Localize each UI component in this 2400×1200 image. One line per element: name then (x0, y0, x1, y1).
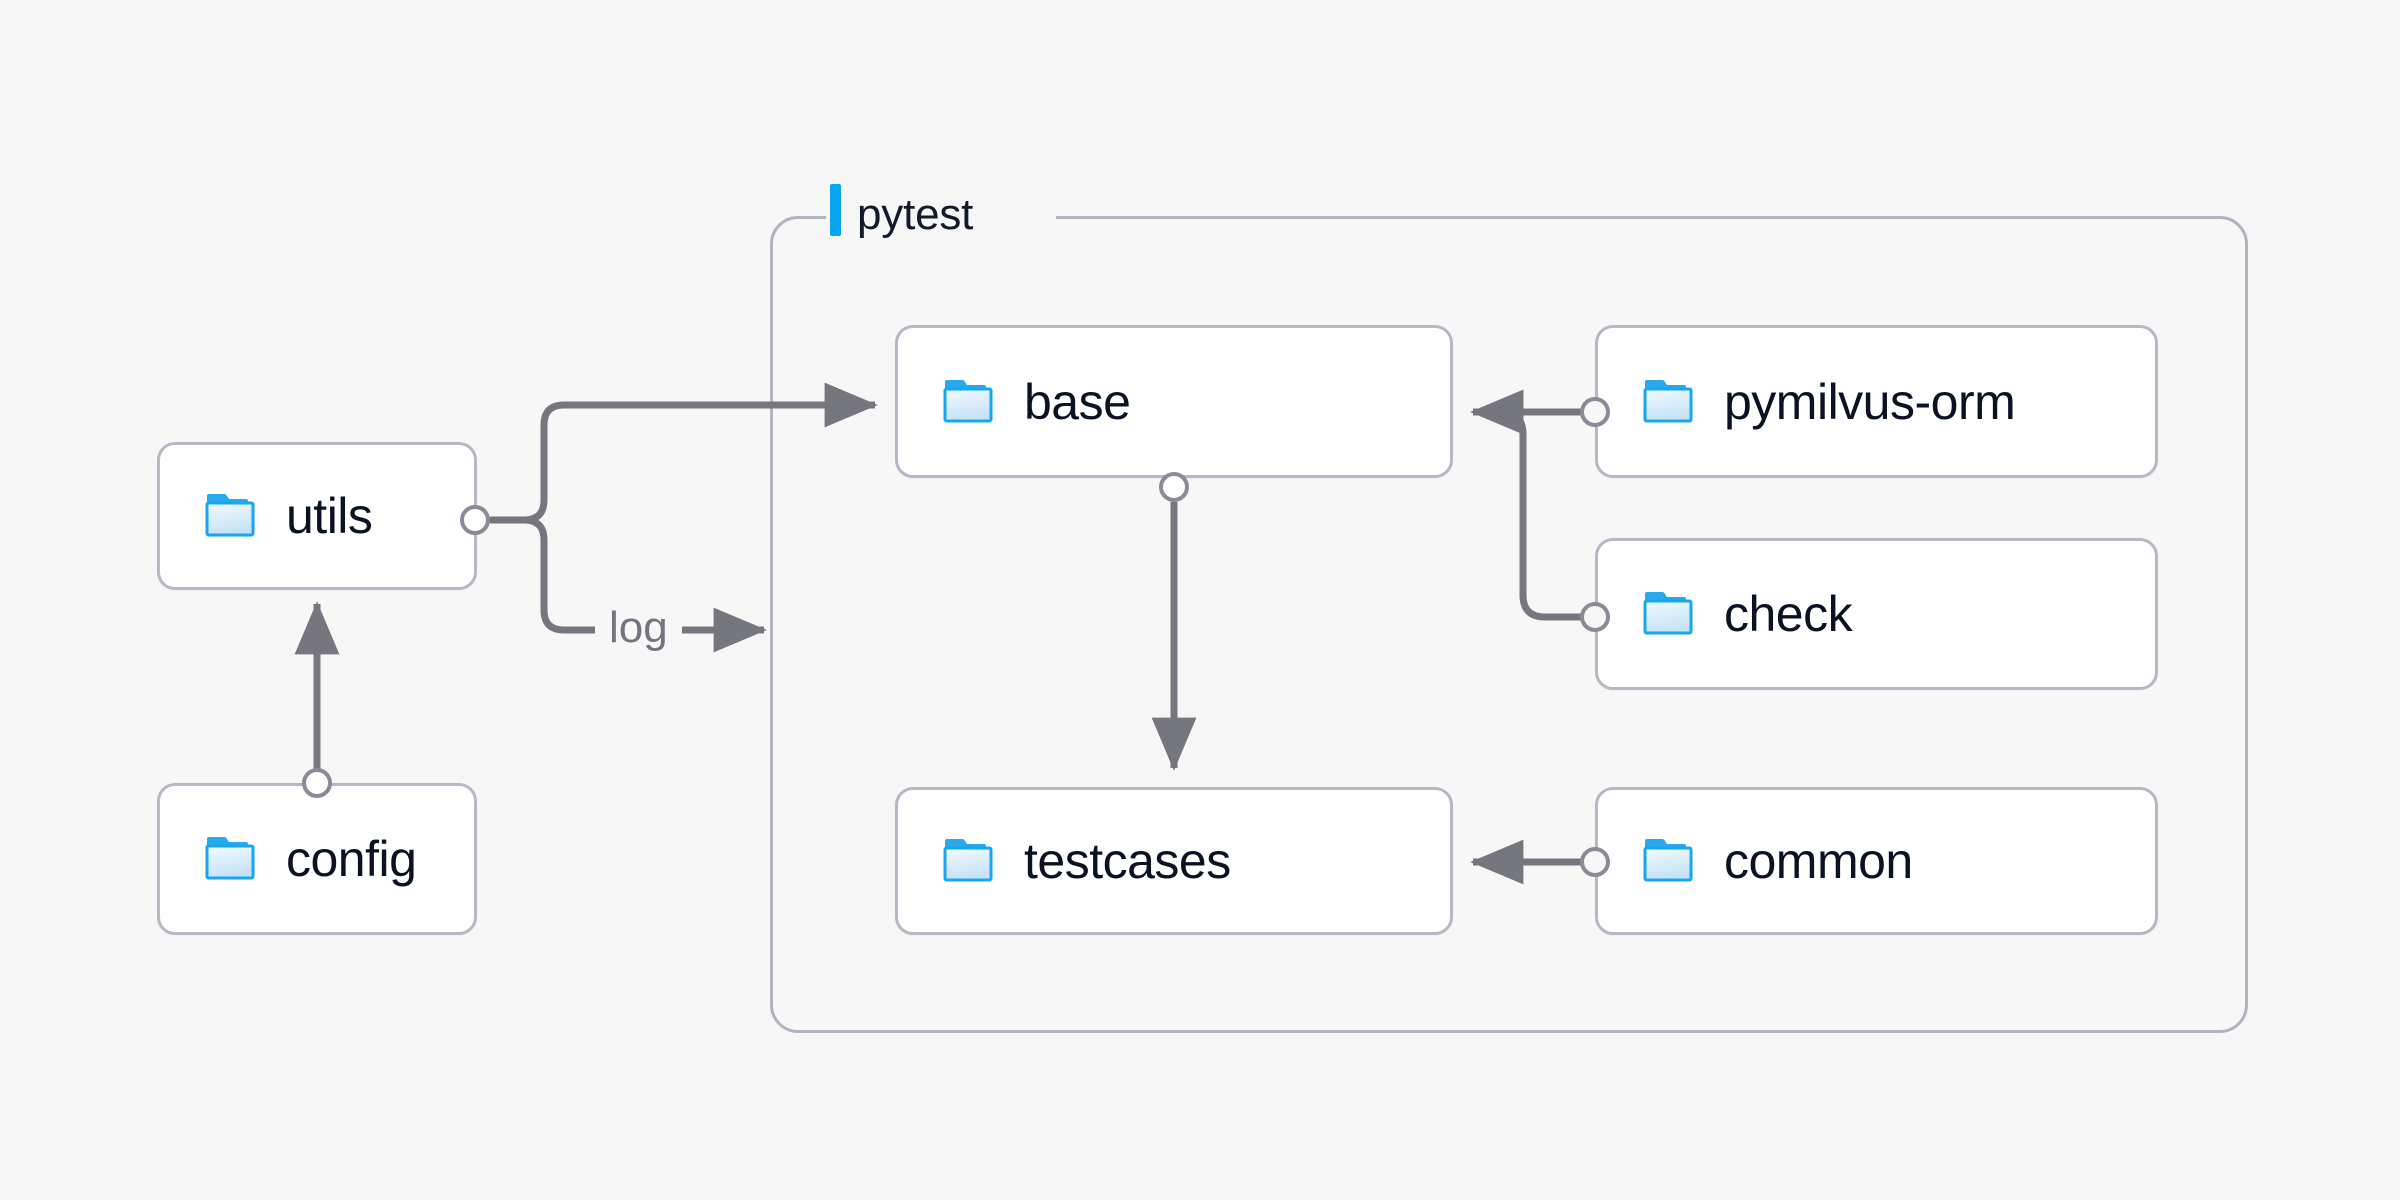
node-base[interactable]: base (895, 325, 1453, 478)
group-label-background (826, 196, 1056, 238)
node-label-common: common (1724, 833, 1913, 889)
node-label-testcases: testcases (1024, 833, 1231, 889)
folder-icon (204, 835, 260, 883)
folder-icon (942, 378, 998, 426)
folder-icon (1642, 378, 1698, 426)
node-label-config: config (286, 831, 417, 887)
port-config-top[interactable] (302, 768, 332, 798)
port-utils-right[interactable] (460, 505, 490, 535)
port-common-left[interactable] (1580, 847, 1610, 877)
port-pymilvus-orm-left[interactable] (1580, 397, 1610, 427)
node-pymilvus-orm[interactable]: pymilvus-orm (1595, 325, 2158, 478)
folder-icon (942, 837, 998, 885)
node-check[interactable]: check (1595, 538, 2158, 690)
group-label-pytest: pytest (857, 190, 974, 239)
node-common[interactable]: common (1595, 787, 2158, 935)
folder-icon (1642, 590, 1698, 638)
node-label-pymilvus-orm: pymilvus-orm (1724, 373, 2016, 430)
node-label-utils: utils (286, 488, 373, 544)
port-base-bottom[interactable] (1159, 472, 1189, 502)
folder-icon (204, 492, 260, 540)
port-check-left[interactable] (1580, 602, 1610, 632)
node-utils[interactable]: utils (157, 442, 477, 590)
node-label-base: base (1024, 373, 1131, 430)
folder-icon (1642, 837, 1698, 885)
node-label-check: check (1724, 586, 1853, 642)
group-container-pytest[interactable] (770, 216, 2248, 1033)
node-testcases[interactable]: testcases (895, 787, 1453, 935)
node-config[interactable]: config (157, 783, 477, 935)
edge-label-log: log (595, 606, 682, 650)
group-accent-bar (830, 184, 841, 236)
